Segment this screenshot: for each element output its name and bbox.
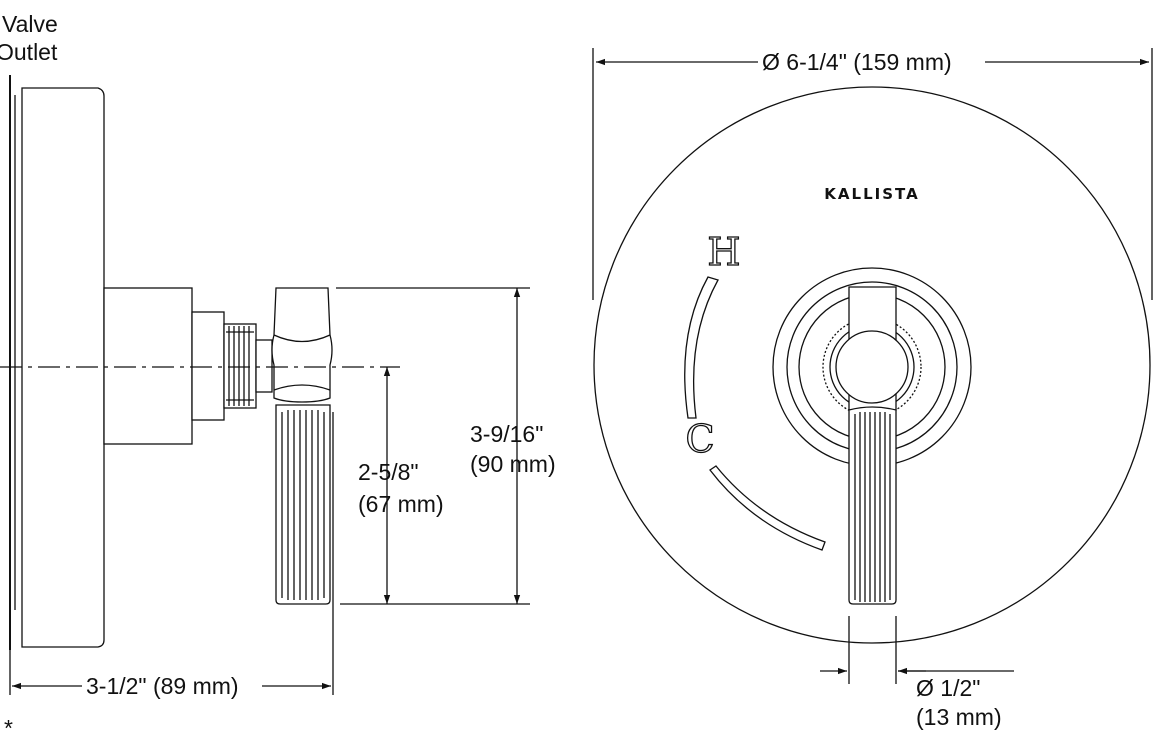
brand-logo: KALLISTA <box>824 185 919 203</box>
dim-handle-height-line2: (90 mm) <box>470 451 556 477</box>
escutcheon-plate-side <box>21 87 105 648</box>
knurl-lines <box>226 326 254 406</box>
dim-axis-height-line2: (67 mm) <box>358 491 444 517</box>
handle-flutes-front <box>854 412 891 602</box>
hub-side <box>103 287 193 445</box>
dim-handle-width-line1: Ø 1/2" <box>916 675 980 701</box>
dim-depth-label: 3-1/2" (89 mm) <box>86 673 239 699</box>
hot-arc-indicator <box>684 276 719 419</box>
hot-mark: H <box>707 230 740 274</box>
handle-hub-side <box>271 287 333 403</box>
handle-lever-side <box>275 404 331 605</box>
label-outlet: Outlet <box>0 39 58 65</box>
dim-diameter-label: Ø 6-1/4" (159 mm) <box>762 49 952 75</box>
dim-handle-width-line2: (13 mm) <box>916 704 1002 730</box>
cold-arc-indicator <box>709 465 826 551</box>
cold-mark: C <box>685 417 714 461</box>
side-view: Valve Outlet 2-5/8" (67 mm) 3-9/16" (90 … <box>0 11 556 730</box>
dim-axis-height-line1: 2-5/8" <box>358 459 419 485</box>
handle-boss-front <box>835 330 909 404</box>
label-valve: Valve <box>2 11 58 37</box>
handle-flutes-side <box>281 410 325 600</box>
front-view: Ø 6-1/4" (159 mm) KALLISTA H C <box>592 48 1153 730</box>
spindle-side <box>255 339 273 393</box>
handle-lever-front <box>848 406 897 605</box>
dim-handle-height-line1: 3-9/16" <box>470 421 543 447</box>
stem-collar-side <box>191 311 225 421</box>
footnote-mark: * <box>4 715 13 730</box>
